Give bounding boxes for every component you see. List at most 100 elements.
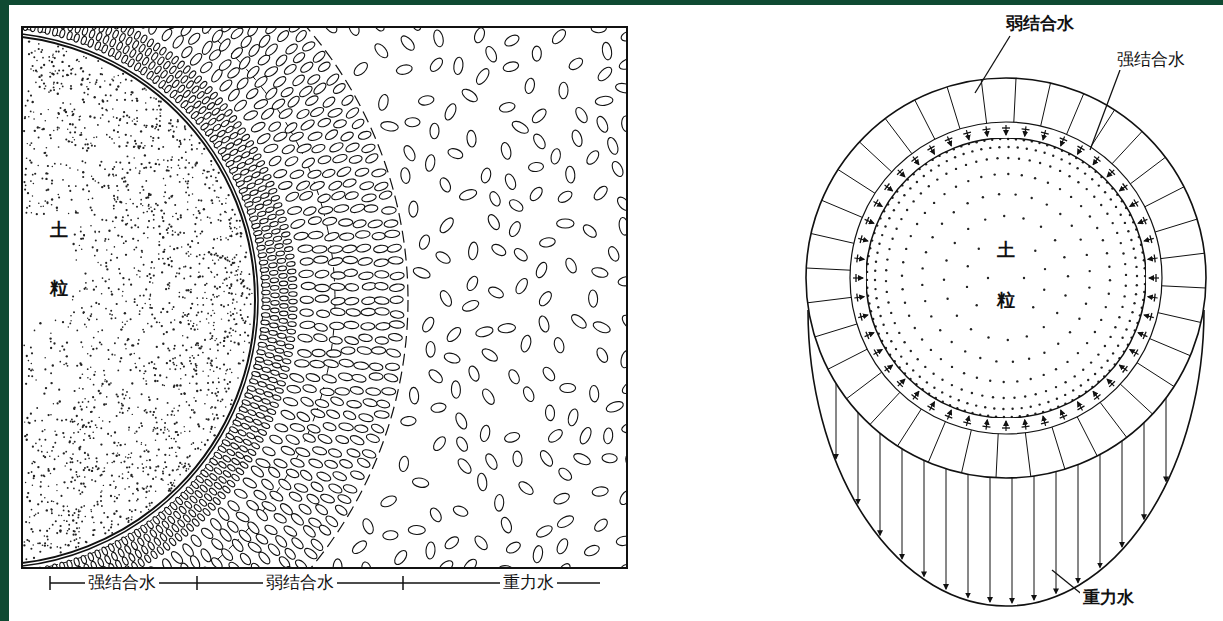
soil-dot bbox=[90, 315, 92, 317]
strong-water-molecule bbox=[94, 549, 102, 559]
soil-dot bbox=[166, 169, 168, 171]
soil-dot bbox=[101, 490, 102, 491]
soil-dot bbox=[228, 219, 230, 221]
soil-dot bbox=[212, 310, 213, 311]
soil-dot bbox=[55, 434, 57, 436]
soil-dot bbox=[168, 197, 170, 199]
soil-dot bbox=[189, 383, 191, 385]
soil-dot bbox=[149, 194, 151, 196]
soil-dot bbox=[122, 216, 124, 218]
soil-dot bbox=[162, 220, 164, 222]
soil-dot bbox=[104, 379, 105, 380]
soil-dot bbox=[36, 213, 38, 215]
soil-dot bbox=[56, 210, 58, 212]
soil-dot bbox=[63, 510, 65, 512]
strong-water-molecule bbox=[114, 51, 122, 61]
soil-dot bbox=[216, 388, 218, 390]
soil-dot bbox=[79, 134, 81, 136]
soil-dot bbox=[35, 443, 37, 445]
soil-dot bbox=[136, 98, 137, 99]
soil-dot bbox=[223, 363, 225, 365]
soil-dot bbox=[170, 159, 172, 161]
soil-dot bbox=[192, 167, 194, 169]
soil-dot bbox=[24, 189, 26, 191]
soil-dot bbox=[113, 166, 115, 168]
soil-dot bbox=[210, 364, 212, 366]
soil-dot bbox=[184, 431, 185, 432]
soil-dot bbox=[175, 213, 177, 215]
soil-dot bbox=[144, 145, 146, 147]
soil-dot bbox=[105, 94, 107, 96]
soil-dot bbox=[132, 414, 133, 415]
soil-dot bbox=[227, 353, 229, 355]
soil-dot bbox=[145, 383, 147, 385]
strong-water-molecule bbox=[261, 312, 270, 317]
soil-dot bbox=[70, 481, 72, 483]
soil-dot bbox=[130, 318, 132, 320]
soil-dot bbox=[84, 485, 86, 487]
soil-dot bbox=[155, 118, 157, 120]
soil-dot bbox=[83, 235, 85, 237]
soil-dot bbox=[212, 413, 214, 415]
strong-water-molecule bbox=[87, 552, 94, 561]
soil-dot bbox=[220, 220, 222, 222]
soil-dot bbox=[122, 477, 124, 479]
soil-dot bbox=[42, 544, 44, 546]
soil-dot bbox=[75, 210, 77, 212]
soil-dot bbox=[97, 503, 99, 505]
strong-water-molecule bbox=[263, 359, 272, 365]
soil-dot bbox=[116, 99, 118, 101]
soil-dot bbox=[173, 407, 174, 408]
soil-dot bbox=[196, 324, 197, 325]
soil-dot bbox=[28, 368, 30, 370]
strong-water-molecule bbox=[73, 33, 80, 42]
soil-dot bbox=[85, 541, 87, 543]
soil-dot bbox=[208, 322, 209, 323]
soil-dot bbox=[182, 296, 184, 298]
soil-dot bbox=[240, 314, 242, 316]
soil-dot bbox=[189, 430, 191, 432]
soil-dot bbox=[45, 178, 47, 180]
soil-dot bbox=[67, 544, 69, 546]
soil-dot bbox=[95, 240, 97, 242]
soil-dot bbox=[44, 429, 46, 431]
soil-dot bbox=[46, 189, 48, 191]
soil-dot bbox=[204, 254, 206, 256]
soil-dot bbox=[166, 311, 168, 313]
soil-dot bbox=[214, 286, 216, 288]
strong-water-molecule bbox=[256, 349, 265, 355]
soil-dot bbox=[108, 358, 110, 360]
soil-dot bbox=[76, 527, 78, 529]
soil-dot bbox=[148, 205, 150, 207]
soil-dot bbox=[191, 409, 193, 411]
strong-water-molecule bbox=[152, 516, 161, 525]
soil-dot bbox=[156, 427, 158, 429]
soil-dot bbox=[146, 411, 148, 413]
soil-dot bbox=[103, 370, 105, 372]
soil-dot bbox=[242, 280, 244, 282]
soil-dot bbox=[113, 116, 115, 118]
soil-dot bbox=[81, 79, 83, 81]
soil-dot bbox=[80, 67, 82, 69]
soil-dot bbox=[192, 177, 194, 179]
soil-dot bbox=[65, 138, 67, 140]
soil-dot bbox=[115, 317, 117, 319]
soil-dot bbox=[191, 346, 193, 348]
soil-dot bbox=[240, 278, 242, 280]
strong-water-molecule bbox=[180, 491, 189, 500]
soil-dot bbox=[70, 461, 72, 463]
soil-dot bbox=[28, 422, 30, 424]
soil-dot bbox=[57, 194, 59, 196]
soil-dot bbox=[214, 393, 216, 395]
soil-dot bbox=[142, 205, 143, 206]
soil-dot bbox=[112, 453, 113, 454]
soil-dot bbox=[100, 161, 102, 163]
soil-dot bbox=[134, 433, 136, 435]
soil-dot bbox=[215, 180, 216, 181]
strong-water-molecule bbox=[258, 381, 267, 388]
soil-dot bbox=[145, 102, 147, 104]
soil-dot bbox=[192, 409, 194, 411]
soil-dot bbox=[145, 288, 147, 290]
soil-dot bbox=[118, 494, 120, 496]
soil-dot bbox=[92, 246, 94, 248]
